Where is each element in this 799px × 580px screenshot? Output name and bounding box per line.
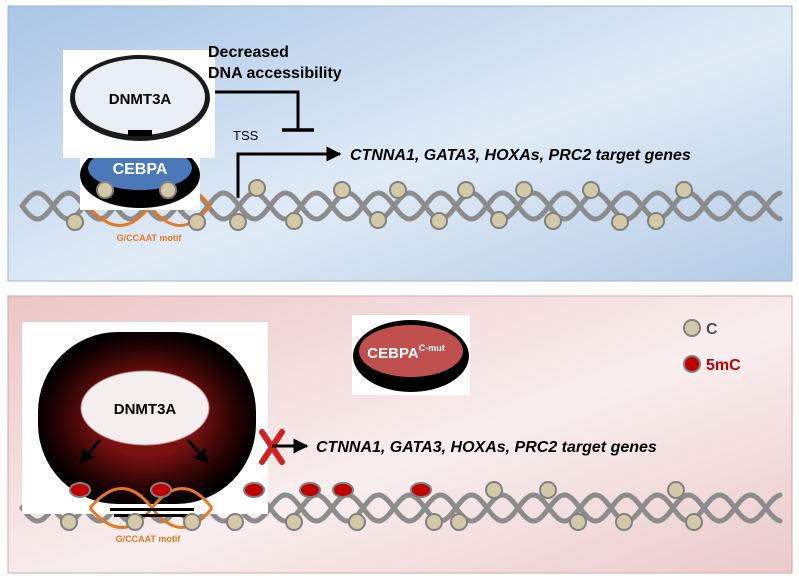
cytosine bbox=[675, 181, 693, 199]
methylation-arrow-left bbox=[78, 439, 102, 465]
cytosine bbox=[389, 181, 407, 199]
legend: C 5mC bbox=[683, 319, 741, 374]
legend-5mc-symbol bbox=[683, 355, 701, 373]
cytosine bbox=[667, 481, 685, 499]
cytosine bbox=[285, 212, 303, 230]
bottom-motif-bar-1 bbox=[110, 508, 194, 511]
top-dnmt3a-connector bbox=[128, 130, 152, 136]
cytosine bbox=[569, 513, 587, 531]
cytosine bbox=[611, 213, 629, 231]
methylated-cytosine bbox=[332, 482, 354, 498]
effect-label-line2: DNA accessibility bbox=[208, 65, 342, 82]
bottom-cebpa-base: CEBPA bbox=[367, 345, 419, 362]
legend-5mc-label: 5mC bbox=[706, 357, 741, 374]
cytosine bbox=[544, 212, 562, 230]
cytosine bbox=[66, 213, 84, 231]
inhibition-line bbox=[215, 90, 300, 130]
bottom-cebpa-superscript: C-mut bbox=[419, 343, 445, 353]
tss-arrow bbox=[236, 146, 342, 198]
cytosine bbox=[226, 513, 244, 531]
cytosine bbox=[485, 481, 503, 499]
bottom-target-genes: CTNNA1, GATA3, HOXAs, PRC2 target genes bbox=[316, 439, 657, 456]
tss-label: TSS bbox=[233, 128, 259, 143]
methylated-cytosine bbox=[299, 482, 321, 498]
cytosine bbox=[615, 513, 633, 531]
legend-c-symbol bbox=[683, 319, 701, 337]
bottom-cebpa-shape bbox=[359, 325, 463, 377]
cytosine bbox=[183, 513, 201, 531]
top-panel: G/CCAAT motif CEBPA DNMT3A Decreased DNA… bbox=[7, 5, 793, 282]
methylated-cytosine bbox=[410, 482, 432, 498]
cytosine bbox=[126, 513, 144, 531]
top-cytosines bbox=[66, 179, 693, 231]
cytosine bbox=[60, 513, 78, 531]
cytosine bbox=[96, 181, 114, 199]
bottom-dnmt3a-shape bbox=[80, 370, 210, 446]
cytosine bbox=[159, 181, 177, 199]
cytosine bbox=[685, 513, 703, 531]
cytosine bbox=[229, 213, 247, 231]
methylated-cytosine bbox=[243, 482, 265, 498]
bottom-cebpa-label: CEBPAC-mut bbox=[367, 343, 444, 362]
cytosine bbox=[515, 181, 533, 199]
bottom-cytosines bbox=[60, 481, 703, 531]
cytosine bbox=[248, 179, 266, 197]
bottom-motif-label: G/CCAAT motif bbox=[116, 534, 182, 544]
methylation-arrow-right bbox=[186, 439, 210, 465]
bottom-panel: DNMT3A G/CCAAT motif CEBPAC-mut CTNNA1, … bbox=[7, 295, 793, 574]
cytosine bbox=[188, 213, 206, 231]
bottom-dnmt3a-label: DNMT3A bbox=[114, 401, 177, 418]
cytosine bbox=[333, 181, 351, 199]
effect-label-line1: Decreased bbox=[208, 44, 289, 61]
top-dnmt3a-label: DNMT3A bbox=[109, 91, 172, 108]
top-target-genes: CTNNA1, GATA3, HOXAs, PRC2 target genes bbox=[350, 147, 691, 164]
methylated-cytosine bbox=[150, 482, 172, 498]
cytosine bbox=[425, 513, 443, 531]
top-cebpa-label: CEBPA bbox=[113, 161, 168, 178]
cytosine bbox=[539, 481, 557, 499]
legend-c-label: C bbox=[706, 321, 718, 338]
cytosine bbox=[430, 212, 448, 230]
methylated-cytosine bbox=[69, 482, 91, 498]
cytosine bbox=[490, 211, 508, 229]
cytosine bbox=[369, 211, 387, 229]
bottom-motif-bar-2 bbox=[114, 514, 190, 517]
top-motif-label: G/CCAAT motif bbox=[117, 233, 183, 243]
top-dnmt3a-shape bbox=[75, 59, 205, 135]
cytosine bbox=[450, 513, 468, 531]
cytosine bbox=[348, 513, 366, 531]
cytosine bbox=[647, 212, 665, 230]
cytosine bbox=[285, 513, 303, 531]
cytosine bbox=[582, 181, 600, 199]
cytosine bbox=[457, 181, 475, 199]
